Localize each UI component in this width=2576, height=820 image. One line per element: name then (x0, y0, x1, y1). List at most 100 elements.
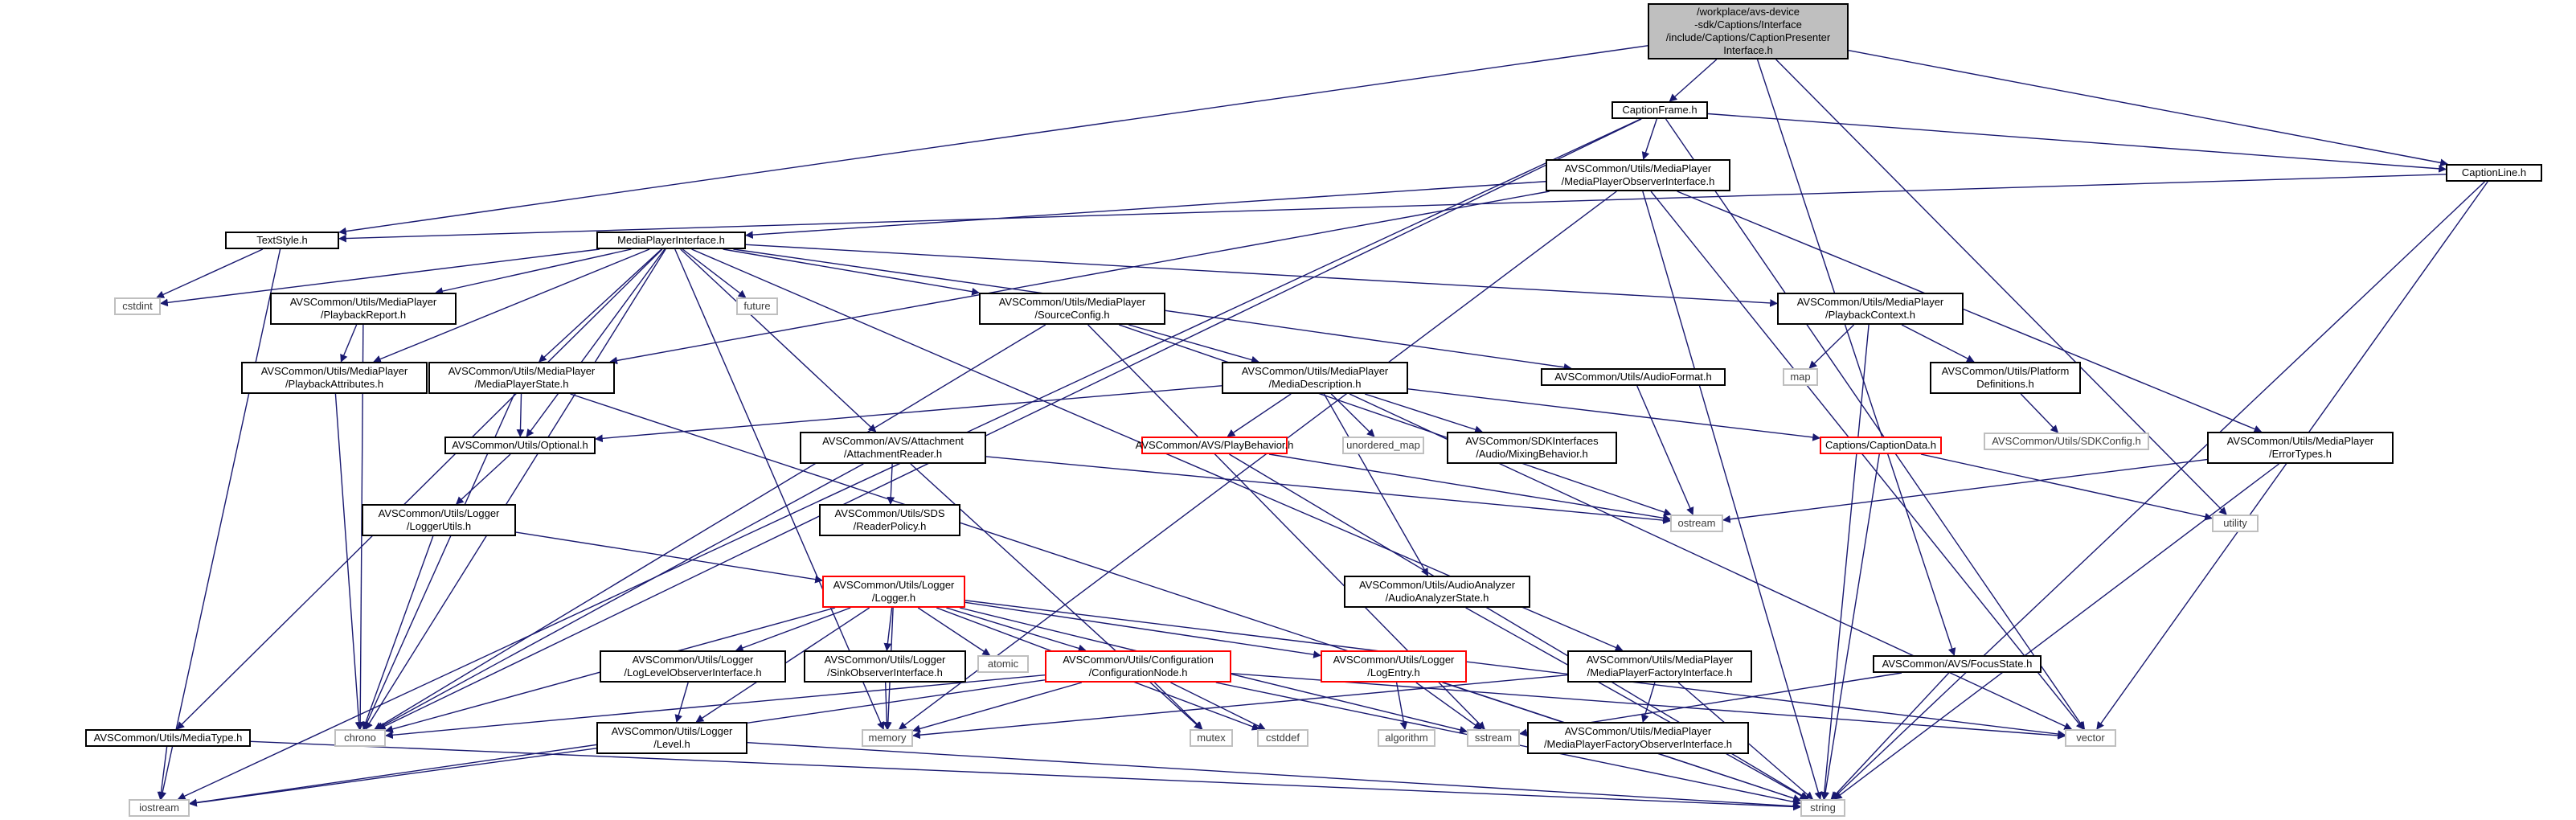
node-playbackreport[interactable]: AVSCommon/Utils/MediaPlayer/PlaybackRepo… (270, 293, 457, 325)
node-label-line: MediaPlayerInterface.h (617, 234, 725, 246)
edge-mpfactory-to-memory (912, 674, 1568, 740)
node-readerpolicy[interactable]: AVSCommon/Utils/SDS/ReaderPolicy.h (819, 504, 960, 536)
node-mediatype[interactable]: AVSCommon/Utils/MediaType.h (85, 729, 251, 747)
node-optional[interactable]: AVSCommon/Utils/Optional.h (444, 437, 596, 454)
node-cstddef: cstddef (1257, 729, 1308, 747)
edge-captionframe-to-vector (1665, 118, 2086, 730)
node-label-line: /ErrorTypes.h (2268, 448, 2332, 460)
node-errortypes[interactable]: AVSCommon/Utils/MediaPlayer/ErrorTypes.h (2207, 432, 2394, 464)
node-loggerutils[interactable]: AVSCommon/Utils/Logger/LoggerUtils.h (362, 504, 516, 536)
node-label-line: AVSCommon/Utils/Logger (611, 725, 733, 737)
node-mixingbehavior[interactable]: AVSCommon/SDKInterfaces/Audio/MixingBeha… (1447, 432, 1617, 464)
node-audioanalyzerstate[interactable]: AVSCommon/Utils/AudioAnalyzer/AudioAnaly… (1344, 576, 1530, 608)
node-label-line: memory (868, 732, 907, 744)
edge-root-to-captionframe (1669, 59, 1718, 102)
edge-sourceconfig-to-chrono (374, 324, 1046, 730)
node-captionframe[interactable]: CaptionFrame.h (1612, 101, 1708, 119)
node-label-line: /MediaPlayerState.h (474, 378, 569, 390)
node-label-line: string (1810, 802, 1836, 814)
edge-errortypes-to-string (1833, 463, 2279, 800)
node-sdkconfig: AVSCommon/Utils/SDKConfig.h (1984, 433, 2149, 450)
edge-playbackcontext-to-string (1820, 324, 1870, 800)
edge-sourceconfig-to-ostream (1118, 324, 1672, 516)
node-playbackcontext[interactable]: AVSCommon/Utils/MediaPlayer/PlaybackCont… (1777, 293, 1964, 325)
node-label-line: /LogLevelObserverInterface.h (624, 666, 762, 679)
node-mpinterface[interactable]: MediaPlayerInterface.h (596, 232, 746, 249)
node-captionline[interactable]: CaptionLine.h (2446, 164, 2542, 182)
node-attachmentreader[interactable]: AVSCommon/AVS/Attachment/AttachmentReade… (800, 432, 986, 464)
node-label-line: /PlaybackAttributes.h (285, 378, 384, 390)
node-mediadescription[interactable]: AVSCommon/Utils/MediaPlayer/MediaDescrip… (1222, 362, 1408, 394)
edge-mpinterface-to-mpstate (539, 248, 662, 363)
edge-layer (156, 45, 2488, 811)
node-loglevelobserver[interactable]: AVSCommon/Utils/Logger/LogLevelObserverI… (600, 650, 786, 683)
node-label-line: /LoggerUtils.h (406, 520, 472, 532)
node-label-line: sstream (1474, 732, 1513, 744)
edge-loglevelobserver-to-level (674, 682, 689, 723)
node-mpstate[interactable]: AVSCommon/Utils/MediaPlayer/MediaPlayerS… (428, 362, 615, 394)
node-label-line: -sdk/Captions/Interface (1694, 18, 1802, 31)
edge-confignode-to-mutex (1153, 682, 1203, 730)
node-label-line: iostream (139, 802, 179, 814)
node-sourceconfig[interactable]: AVSCommon/Utils/MediaPlayer/SourceConfig… (979, 293, 1165, 325)
node-label-line: ostream (1677, 517, 1716, 529)
edge-captionframe-to-mpobserver (1641, 118, 1657, 160)
edge-logger-to-vector (964, 600, 2066, 738)
node-mpfactory[interactable]: AVSCommon/Utils/MediaPlayer/MediaPlayerF… (1567, 650, 1752, 683)
edge-playbackattributes-to-chrono (334, 393, 363, 730)
node-mpobserver[interactable]: AVSCommon/Utils/MediaPlayer/MediaPlayerO… (1546, 159, 1730, 191)
edge-mediatype-to-string (250, 740, 1801, 811)
node-label-line: /include/Captions/CaptionPresenter (1665, 31, 1831, 43)
edge-attachmentreader-to-chrono (375, 463, 864, 730)
edge-mediadescription-to-playbehavior (1227, 393, 1292, 437)
node-label-line: /PlaybackContext.h (1824, 309, 1915, 321)
node-mpfactoryobserver[interactable]: AVSCommon/Utils/MediaPlayer/MediaPlayerF… (1527, 722, 1749, 754)
node-confignode[interactable]: AVSCommon/Utils/Configuration/Configurat… (1045, 650, 1231, 683)
edge-mpobserver-to-errortypes (1677, 191, 2263, 433)
node-string: string (1800, 799, 1845, 817)
node-textstyle[interactable]: TextStyle.h (225, 232, 339, 249)
edge-captiondata-to-utility (1920, 453, 2213, 521)
node-atomic: atomic (977, 655, 1029, 673)
edge-logger-to-logentry (964, 601, 1321, 658)
node-label-line: AVSCommon/Utils/SDS (834, 507, 945, 519)
node-audioformat[interactable]: AVSCommon/Utils/AudioFormat.h (1541, 368, 1726, 386)
node-level[interactable]: AVSCommon/Utils/Logger/Level.h (596, 722, 747, 754)
node-label-line: /MediaPlayerFactoryObserverInterface.h (1543, 738, 1733, 750)
node-label-line: AVSCommon/Utils/Platform (1941, 365, 2070, 377)
edge-level-to-iostream (189, 748, 597, 807)
edge-root-to-focusstate (1756, 59, 1956, 656)
edge-confignode-to-memory (912, 682, 1083, 733)
edge-mpobserver-to-mpinterface (745, 181, 1546, 240)
edge-captionline-to-string (1831, 181, 2485, 800)
node-label-line: Captions/CaptionData.h (1824, 439, 1937, 451)
node-root[interactable]: /workplace/avs-device-sdk/Captions/Inter… (1648, 3, 1849, 59)
node-sinkobserver[interactable]: AVSCommon/Utils/Logger/SinkObserverInter… (804, 650, 966, 683)
edge-mpinterface-to-playbackcontext (745, 244, 1778, 307)
node-label-line: Interface.h (1723, 44, 1773, 56)
node-label-line: AVSCommon/Utils/Logger (833, 579, 955, 591)
node-focusstate[interactable]: AVSCommon/AVS/FocusState.h (1873, 655, 2042, 673)
edge-mpobserver-to-string (1642, 191, 1823, 800)
edge-root-to-textstyle (338, 45, 1648, 236)
edge-logger-to-confignode (946, 607, 1087, 653)
node-label-line: /SinkObserverInterface.h (827, 666, 943, 679)
node-label-line: AVSCommon/Utils/Optional.h (452, 439, 588, 451)
node-captiondata[interactable]: Captions/CaptionData.h (1820, 437, 1942, 454)
node-label-line: AVSCommon/Utils/MediaPlayer (448, 365, 596, 377)
node-label-line: Definitions.h (1976, 378, 2034, 390)
node-logger[interactable]: AVSCommon/Utils/Logger/Logger.h (822, 576, 965, 608)
edge-playbackcontext-to-platformdefs (1901, 324, 1975, 363)
edge-captiondata-to-string (1821, 453, 1880, 800)
edge-platformdefs-to-sdkconfig (2020, 393, 2059, 433)
node-playbehavior[interactable]: AVSCommon/AVS/PlayBehavior.h (1136, 437, 1293, 454)
node-logentry[interactable]: AVSCommon/Utils/Logger/LogEntry.h (1321, 650, 1467, 683)
node-label-line: /LogEntry.h (1367, 666, 1420, 679)
edge-playbackreport-to-playbackattributes (340, 324, 358, 363)
edge-mpinterface-to-memory (674, 248, 885, 730)
node-playbackattributes[interactable]: AVSCommon/Utils/MediaPlayer/PlaybackAttr… (241, 362, 428, 394)
edge-mpinterface-to-chrono (365, 248, 666, 730)
node-label-line: AVSCommon/Utils/MediaPlayer (1796, 296, 1944, 308)
node-label-line: algorithm (1385, 732, 1428, 744)
